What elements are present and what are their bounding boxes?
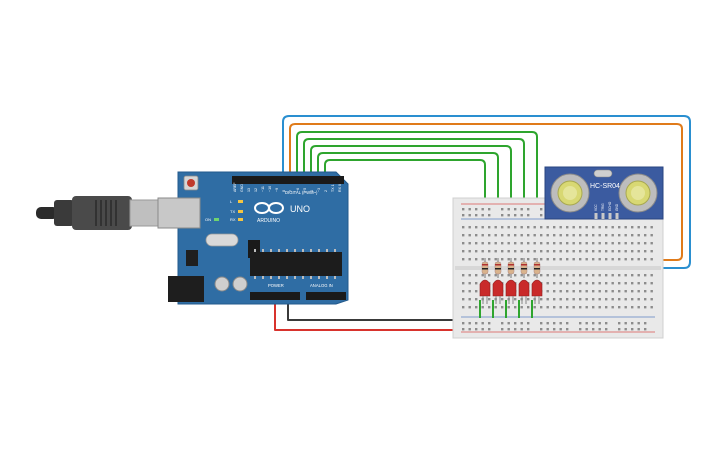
digital-pin-label: 12	[254, 188, 258, 192]
led-label-rx: RX	[230, 217, 236, 222]
power-label: POWER	[268, 283, 284, 288]
sensor-pin[interactable]	[601, 213, 605, 219]
digital-pin-label: 4	[310, 190, 314, 192]
transducer-left	[550, 173, 590, 213]
usb-cable	[36, 196, 159, 230]
arduino-model: UNO	[290, 204, 310, 214]
led-body	[518, 279, 530, 297]
digital-pin-label: 2	[324, 190, 328, 192]
led-label-l: L	[230, 199, 233, 204]
sensor-pin-label: ECHO	[608, 201, 612, 211]
digital-pin-label: AREF	[233, 182, 237, 192]
led-2[interactable]	[492, 258, 504, 318]
wire-red-5v[interactable]	[274, 300, 461, 331]
led-label-on: ON	[205, 217, 211, 222]
arduino-logo	[254, 202, 284, 214]
arduino-board[interactable]: ARDUINO UNO DIGITAL (PWM~) POWER ANALOG …	[157, 171, 349, 305]
power-jack	[168, 276, 204, 302]
wire-green-5[interactable]	[324, 159, 486, 232]
sensor-pin[interactable]	[594, 213, 598, 219]
digital-pin-label: ~10	[268, 186, 272, 192]
digital-pin-label: ~6	[296, 188, 300, 192]
sensor-crystal	[593, 169, 613, 178]
sensor-pin-label: GND	[615, 203, 619, 211]
wire-black-gnd[interactable]	[287, 300, 461, 321]
sensor-pin[interactable]	[615, 213, 619, 219]
digital-header[interactable]	[232, 176, 344, 184]
led-body	[505, 279, 517, 297]
transducer-right	[618, 173, 658, 213]
atmega-chip	[250, 252, 342, 276]
sensor-name: HC-SR04	[590, 183, 620, 190]
voltage-regulator	[186, 250, 198, 266]
digital-pin-label: ~11	[261, 186, 265, 192]
analog-header[interactable]	[306, 292, 346, 300]
led-body	[531, 279, 543, 297]
digital-pin-label: TX 1	[331, 184, 335, 192]
analog-label: ANALOG IN	[310, 283, 333, 288]
sensor-pin-label: TRIG	[601, 203, 605, 211]
digital-pin-label: GND	[240, 184, 244, 192]
led-4[interactable]	[518, 258, 530, 318]
digital-pin-label: ~3	[317, 188, 321, 192]
sensor-pin-label: VCC	[594, 204, 598, 211]
breadboard-holes	[462, 208, 653, 331]
wire-green-2[interactable]	[303, 138, 525, 232]
wire-green-3[interactable]	[310, 145, 512, 232]
power-header[interactable]	[250, 292, 300, 300]
usb-port	[157, 197, 201, 229]
digital-pin-label: 13	[247, 188, 251, 192]
wire-green-4[interactable]	[317, 152, 499, 232]
digital-label: DIGITAL (PWM~)	[285, 190, 318, 195]
capacitor	[214, 276, 230, 292]
digital-pin-label: RX 0	[338, 184, 342, 192]
digital-pin-label: ~5	[303, 188, 307, 192]
crystal	[205, 233, 239, 247]
wire-green-1[interactable]	[296, 131, 538, 232]
led-3[interactable]	[505, 258, 517, 318]
led-body	[492, 279, 504, 297]
led-body	[479, 279, 491, 297]
led-5[interactable]	[531, 258, 543, 318]
capacitor	[232, 276, 248, 292]
arduino-brand: ARDUINO	[257, 218, 280, 224]
digital-pin-label: 8	[282, 190, 286, 192]
led-label-tx: TX	[230, 209, 235, 214]
led-1[interactable]	[479, 258, 491, 318]
sensor-pin[interactable]	[608, 213, 612, 219]
digital-pin-label: ~9	[275, 188, 279, 192]
led-array	[479, 258, 543, 318]
digital-pin-label: 7	[289, 190, 293, 192]
